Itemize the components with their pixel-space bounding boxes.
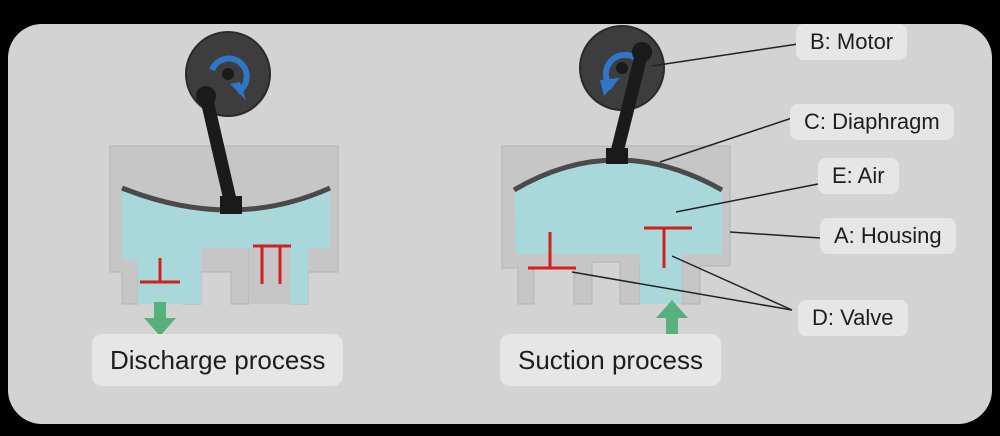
discharge-process-label: Discharge process [92,334,344,386]
discharge-rotation-arrowhead [230,82,246,100]
discharge-right-port [249,248,290,304]
suction-crank-pin [632,42,652,62]
suction-pump [501,25,731,336]
suction-valve-left [528,232,576,270]
valve-label: D: Valve [798,300,908,336]
suction-rotation-arrowhead [600,78,620,96]
motor-label: B: Motor [796,24,908,60]
housing-label: A: Housing [820,218,956,254]
suction-inlet-fluid [640,254,682,304]
motor-leader [651,43,799,67]
suction-process-label: Suction process [500,334,721,386]
air-leader [675,183,819,213]
valve-leader-left [571,271,793,311]
discharge-pump [109,31,339,336]
discharge-rotation-icon [209,55,250,95]
valve-leader-right [671,255,793,311]
discharge-valve-left [140,258,180,284]
suction-valve-right [644,226,692,268]
suction-motor-shaft [616,62,628,74]
discharge-fluid [122,188,330,304]
discharge-arrow [144,302,176,336]
air-label: E: Air [818,158,899,194]
leader-lines [571,43,821,311]
discharge-rod-foot [220,196,242,214]
diaphragm-label: C: Diaphragm [790,104,954,140]
discharge-valve-right [253,244,291,284]
discharge-motor-shaft [222,68,234,80]
housing-leader [729,231,821,239]
suction-connecting-rod [609,45,649,163]
diaphragm-leader [659,117,793,163]
suction-arrow [656,300,688,336]
suction-rod-foot [606,148,628,164]
discharge-crank-pin [196,86,216,106]
discharge-connecting-rod [199,89,238,211]
